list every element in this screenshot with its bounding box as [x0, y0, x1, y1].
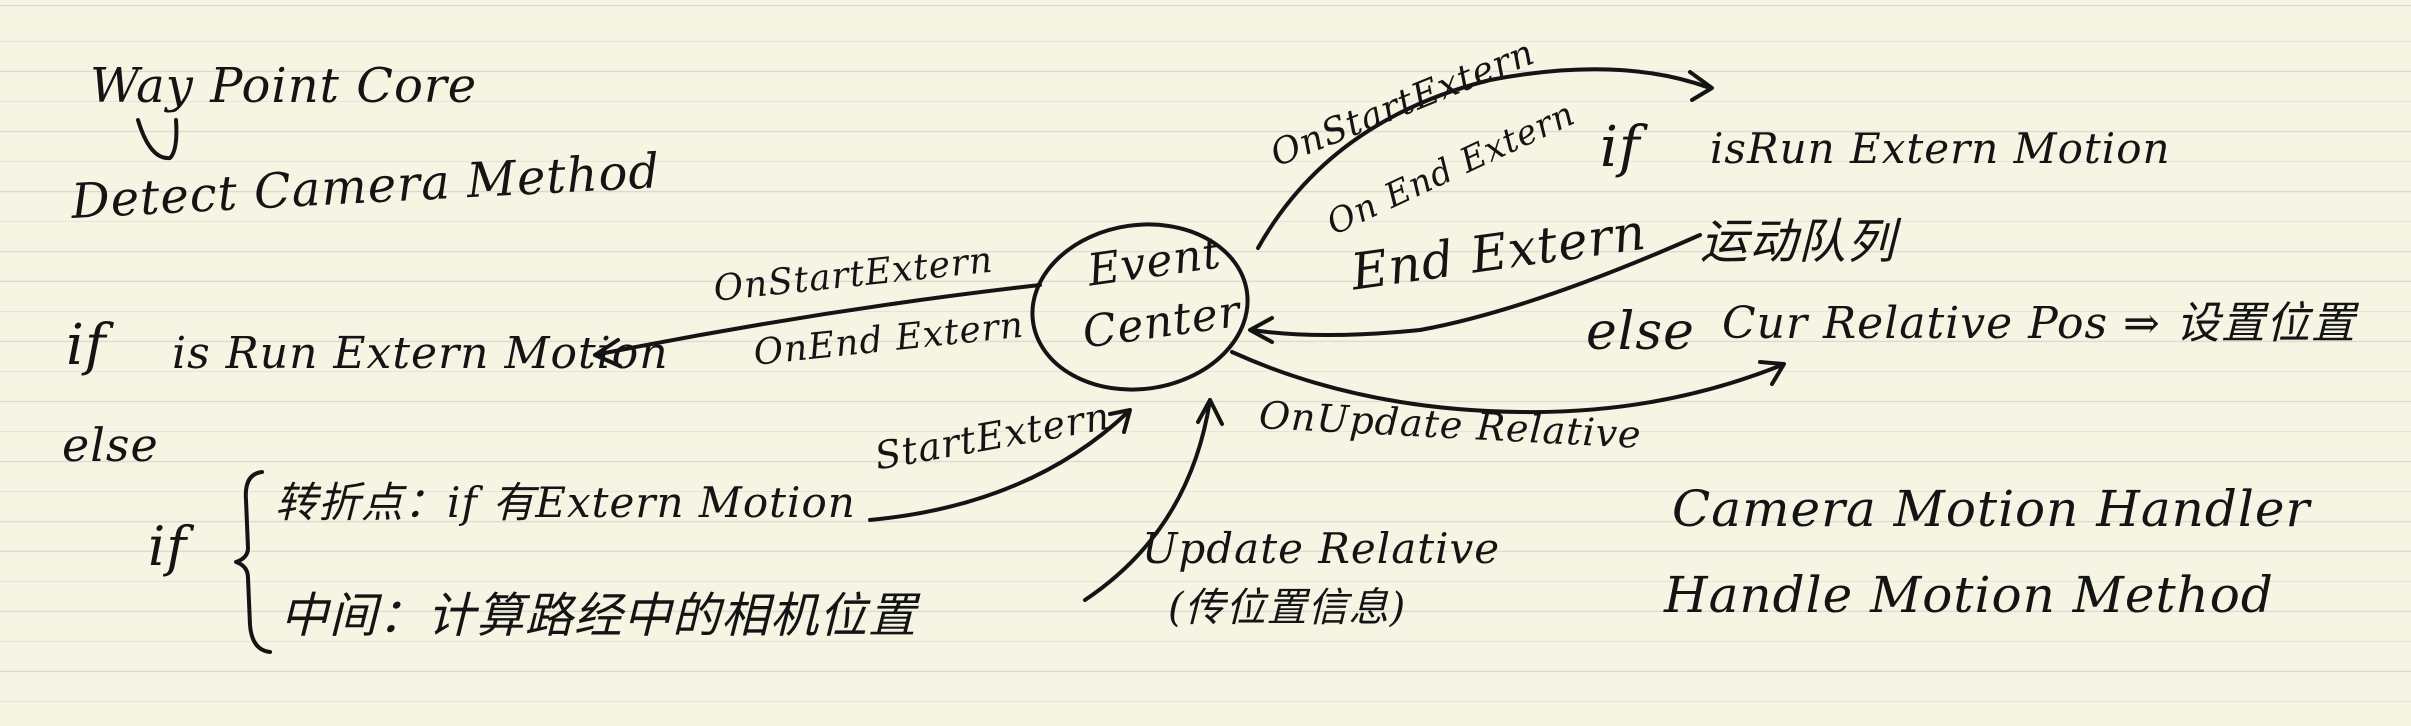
if-keyword-2: if	[148, 515, 188, 578]
left-check-text: is Run Extern Motion	[172, 328, 669, 379]
handler-title: Camera Motion Handler	[1672, 480, 2311, 538]
event-center-ellipse	[1030, 222, 1250, 392]
if-keyword-1: if	[66, 313, 107, 378]
arrow-on-update-relative-head	[1758, 360, 1786, 386]
arrow-on-update-relative	[1230, 350, 1784, 415]
cur-relative-pos: Cur Relative Pos ⇒ 设置位置	[1722, 298, 2356, 349]
middle-row: 中间：计算路经中的相机位置	[280, 588, 918, 644]
right-check-text: isRun Extern Motion	[1710, 124, 2171, 173]
arrow-update-relative-head	[1196, 398, 1224, 426]
core-title: Way Point Core	[90, 58, 478, 114]
arrow-end-extern	[1250, 233, 1702, 337]
update-relative-note: (传位置信息)	[1168, 585, 1407, 631]
arrow-top-arc	[1256, 67, 1712, 250]
arrow-end-extern-head	[1248, 316, 1274, 344]
if-keyword-3: if	[1600, 115, 1641, 180]
else-keyword-1: else	[62, 418, 159, 472]
arrow-update-relative	[1083, 398, 1212, 602]
motion-queue: 运动队列	[1700, 214, 1897, 270]
core-title-hook	[136, 118, 179, 161]
arrow-to-left-check-head	[593, 338, 622, 368]
arrow-to-left-check	[593, 283, 1042, 357]
update-relative-label: Update Relative	[1142, 524, 1501, 573]
left-curly-brace	[234, 470, 272, 654]
arrow-start-extern-head	[1108, 408, 1132, 434]
arrow-top-arc-head	[1688, 70, 1714, 102]
else-keyword-2: else	[1586, 302, 1695, 362]
handler-method: Handle Motion Method	[1664, 566, 2274, 624]
arrow-start-extern	[868, 410, 1130, 522]
turn-point-row: 转折点：if 有Extern Motion	[275, 478, 856, 527]
